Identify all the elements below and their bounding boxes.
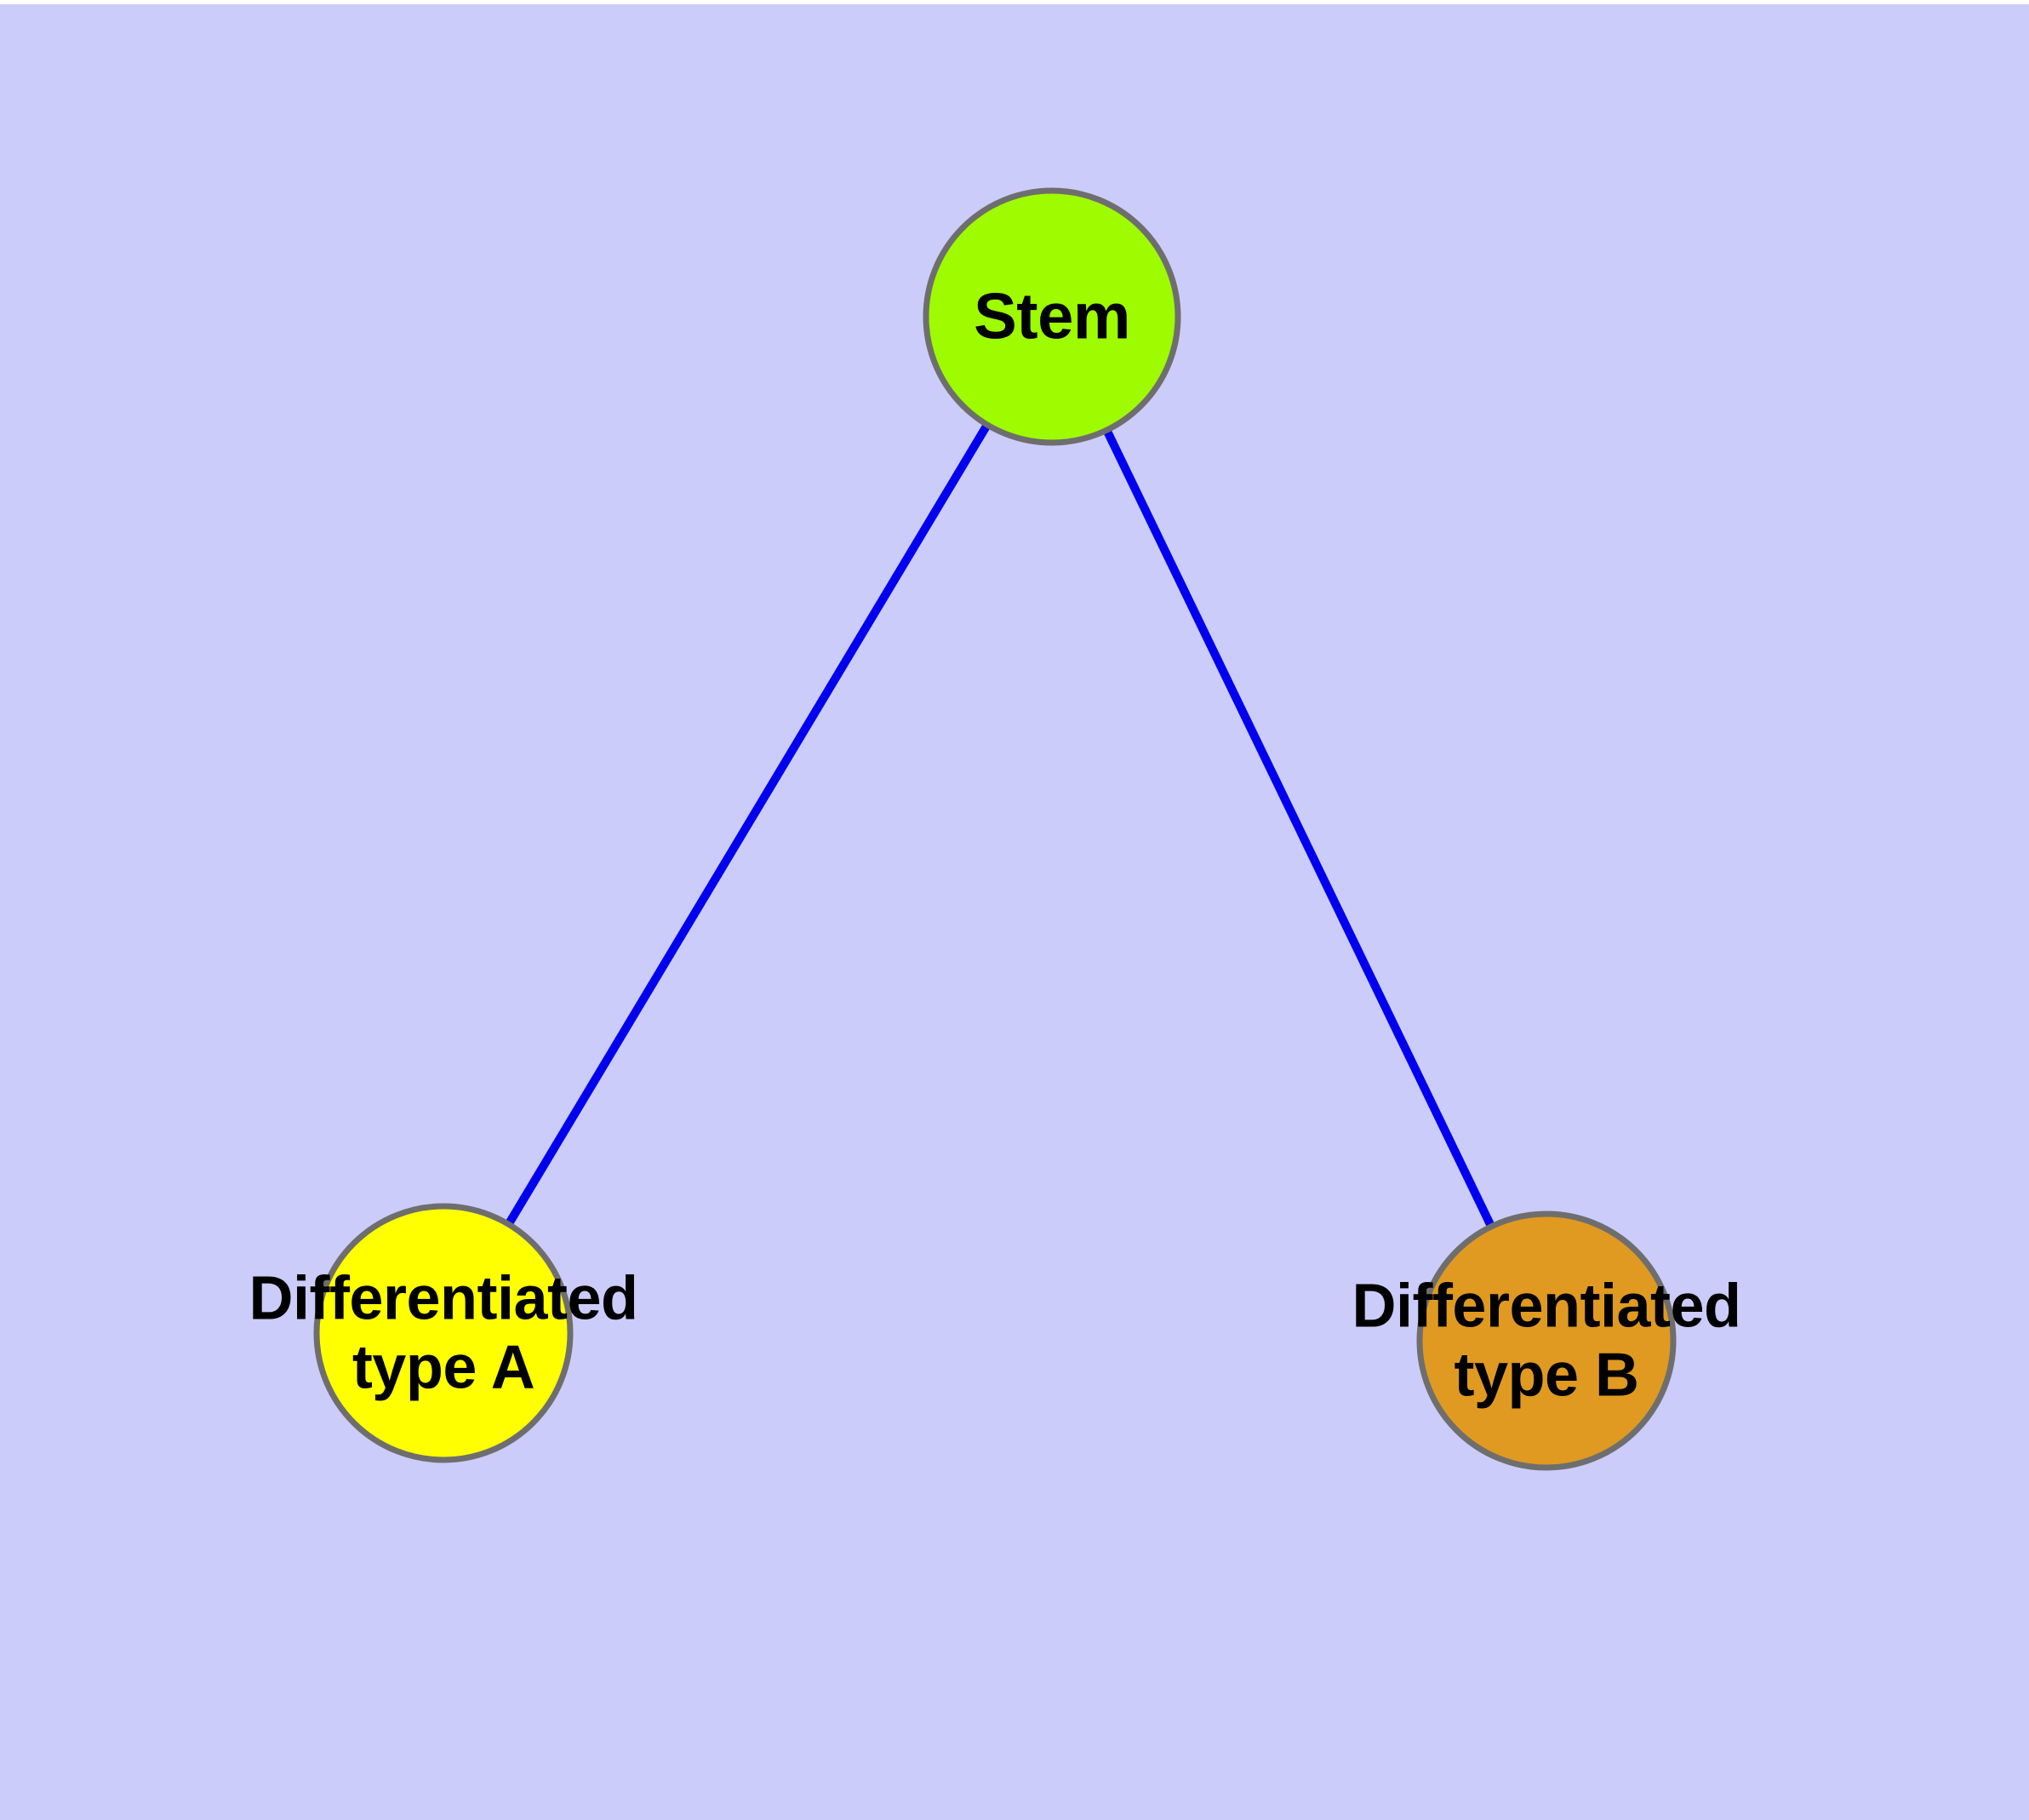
- node-differentiated-type-b[interactable]: [1416, 1210, 1677, 1471]
- nodes-group: [313, 187, 1677, 1471]
- edge-stem-to-differentiated-type-a[interactable]: [503, 419, 993, 1230]
- node-stem[interactable]: [923, 187, 1181, 446]
- node-differentiated-type-a[interactable]: [313, 1203, 574, 1463]
- edges-group: [503, 419, 1497, 1232]
- edge-stem-to-differentiated-type-b[interactable]: [1101, 425, 1497, 1232]
